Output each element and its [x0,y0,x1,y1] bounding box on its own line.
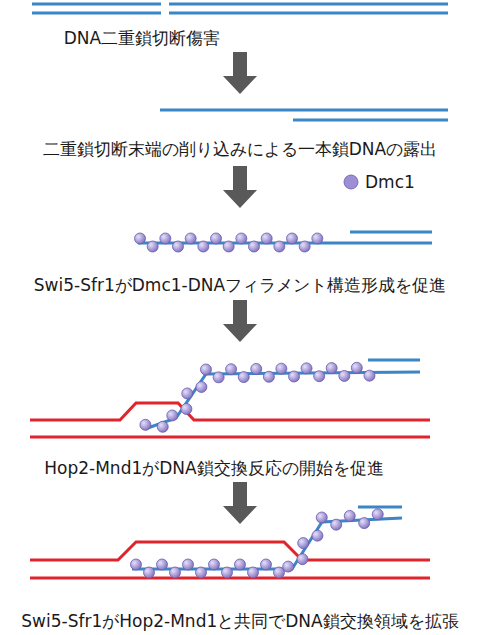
dmc1-bead [339,370,350,381]
dmc1-bead [263,371,274,382]
legend-swatch [344,175,358,189]
dmc1-bead [211,233,222,244]
dmc1-bead [283,561,294,572]
dmc1-bead [261,233,272,244]
dmc1-bead [299,241,310,252]
dmc1-bead [235,559,246,570]
dmc1-bead [131,559,142,570]
dmc1-bead [147,241,158,252]
dmc1-bead [173,241,184,252]
stage-caption: Swi5-Sfr1がDmc1-DNAフィラメント構造形成を促進 [34,275,446,295]
dmc1-bead [261,559,272,570]
legend-swatch [343,174,359,190]
dmc1-bead [359,518,370,529]
dmc1-bead [364,370,375,381]
dmc1-bead [297,554,308,565]
dmc1-bead [213,372,224,383]
stage-caption: Swi5-Sfr1がHop2-Mnd1と共同でDNA鎖交換領域を拡張 [21,611,458,631]
dmc1-bead [236,233,247,244]
dmc1-bead [157,421,168,432]
dna-duplex [32,4,448,13]
dmc1-bead [312,233,323,244]
dmc1-bead [135,233,146,244]
dmc1-bead [312,530,323,541]
dmc1-bead [344,510,355,521]
ssdna [132,507,402,569]
dmc1-bead [223,241,234,252]
dmc1-bead [316,512,327,523]
dmc1-bead [298,538,309,549]
dmc1-bead [249,241,260,252]
dmc1-bead [182,388,193,399]
dmc1-bead [183,559,194,570]
dmc1-bead [181,403,192,414]
dmc1-bead [248,567,259,578]
dmc1-bead [314,371,325,382]
dmc1-bead [196,567,207,578]
legend-entry: Dmc1 [343,172,415,192]
dmc1-bead [160,233,171,244]
dmc1-bead [167,410,178,421]
dmc1-bead [157,559,168,570]
ssdna [145,360,420,429]
dmc1-bead [372,509,383,520]
dmc1-bead [251,363,262,374]
ssdna [138,232,432,243]
dmc1-bead [276,363,287,374]
dmc1-bead [170,567,181,578]
dmc1-bead [185,233,196,244]
dmc1-bead [331,519,342,530]
dmc1-bead [200,364,211,375]
dmc1-bead [209,559,220,570]
stage-caption: Hop2-Mnd1がDNA鎖交換反応の開始を促進 [44,458,383,478]
dmc1-bead [289,371,300,382]
legend-text: Dmc1 [365,172,415,192]
donor-duplex [30,403,430,437]
donor-duplex [30,542,430,578]
dmc1-bead [226,364,237,375]
stage-caption: 二重鎖切断末端の削り込みによる一本鎖DNAの露出 [43,139,437,159]
dmc1-bead [326,363,337,374]
dmc1-bead [198,241,209,252]
dmc1-bead [238,372,249,383]
dmc1-bead [274,241,285,252]
dmc1-bead [287,233,298,244]
dmc1-bead [222,567,233,578]
dmc1-bead [144,567,155,578]
dmc1-bead [351,362,362,373]
dmc1-bead [140,419,151,430]
stage-caption: DNA二重鎖切断傷害 [64,28,220,48]
dmc1-bead [196,381,207,392]
ssdna [160,110,448,120]
dmc1-bead [301,363,312,374]
